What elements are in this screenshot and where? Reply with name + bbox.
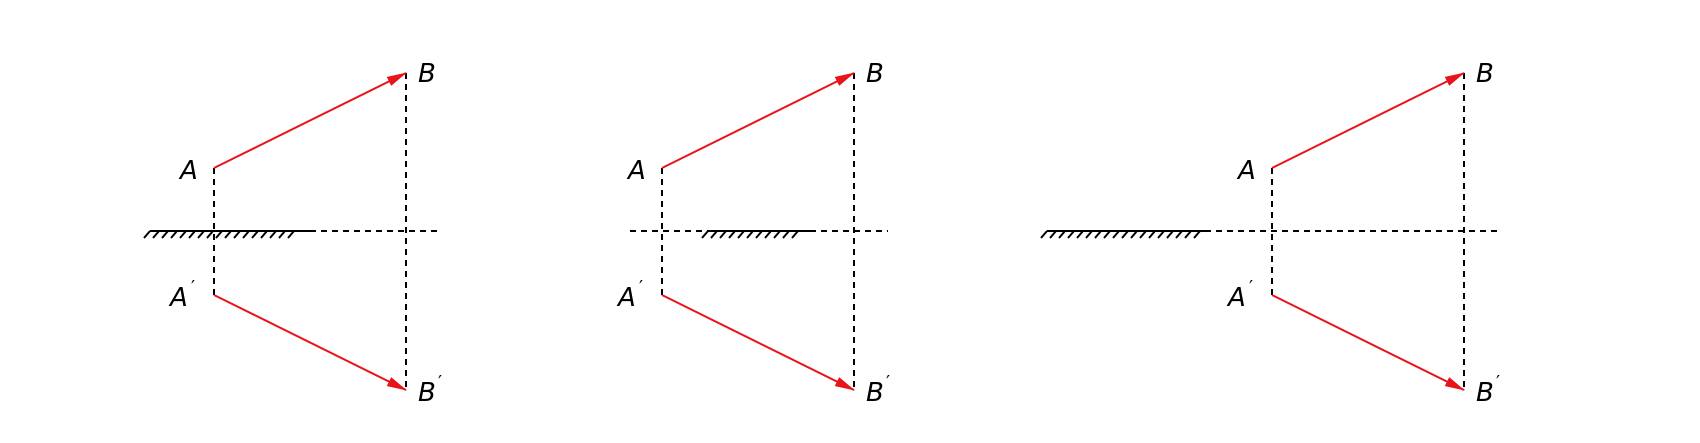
hatch-tick (215, 230, 223, 239)
hatch-tick (170, 230, 178, 239)
object-arrow-ab (213, 72, 407, 169)
hatch-tick (710, 230, 718, 239)
hatch-tick (1157, 230, 1165, 239)
hatch-tick (1103, 230, 1111, 239)
label-b-prime-mark: ′ (886, 372, 890, 393)
label-a-prime: A (616, 283, 636, 313)
hatch-tick (1058, 230, 1066, 239)
label-a: A (1236, 156, 1256, 186)
label-a-prime-mark: ′ (191, 277, 195, 298)
hatch-tick (791, 230, 799, 239)
hatch-tick (1130, 230, 1138, 239)
label-b: B (866, 59, 884, 89)
image-arrow-a-prime-b-prime (1271, 294, 1465, 391)
hatch-tick (260, 230, 268, 239)
label-b-prime: B (1476, 378, 1494, 408)
label-b-prime: B (418, 378, 436, 408)
hatch-tick (746, 230, 754, 239)
hatch-tick (179, 230, 187, 239)
object-arrow-ab (1271, 72, 1465, 169)
hatch-tick (1112, 230, 1120, 239)
hatch-tick (206, 230, 214, 239)
hatch-tick (1121, 230, 1129, 239)
label-a-prime-mark: ′ (1249, 277, 1253, 298)
label-a-prime: A (168, 283, 188, 313)
hatch-tick (728, 230, 736, 239)
image-arrow-a-prime-b-prime (213, 294, 407, 391)
hatch-tick (152, 230, 160, 239)
hatch-tick (224, 230, 232, 239)
object-arrow-ab (661, 72, 855, 169)
label-a: A (626, 156, 646, 186)
hatch-tick (251, 230, 259, 239)
label-b: B (418, 59, 436, 89)
panel-2: A B A ′ B ′ (616, 59, 890, 408)
hatch-tick (701, 230, 709, 239)
label-b-prime-mark: ′ (1496, 372, 1500, 393)
hatch-tick (278, 230, 286, 239)
hatch-tick (287, 230, 295, 239)
hatch-tick (242, 230, 250, 239)
panel-3: A B A ′ B ′ (1040, 59, 1500, 408)
hatch-tick (1148, 230, 1156, 239)
hatch-tick (188, 230, 196, 239)
hatch-tick (143, 230, 151, 239)
label-b: B (1476, 59, 1494, 89)
hatch-tick (764, 230, 772, 239)
hatch-tick (197, 230, 205, 239)
hatch-tick (269, 230, 277, 239)
hatch-tick (1076, 230, 1084, 239)
image-arrow-a-prime-b-prime (661, 294, 855, 391)
panel-1: A B A ′ B ′ (143, 59, 442, 408)
hatch-tick (1094, 230, 1102, 239)
hatch-tick (1049, 230, 1057, 239)
hatch-tick (773, 230, 781, 239)
label-a: A (178, 156, 198, 186)
hatch-tick (1139, 230, 1147, 239)
mirror-hatching (701, 230, 799, 239)
label-a-prime: A (1226, 283, 1246, 313)
hatch-tick (1193, 230, 1201, 239)
hatch-tick (719, 230, 727, 239)
hatch-tick (1067, 230, 1075, 239)
hatch-tick (1040, 230, 1048, 239)
hatch-tick (161, 230, 169, 239)
label-b-prime-mark: ′ (438, 372, 442, 393)
hatch-tick (1175, 230, 1183, 239)
hatch-tick (1085, 230, 1093, 239)
hatch-tick (233, 230, 241, 239)
hatch-tick (782, 230, 790, 239)
label-b-prime: B (866, 378, 884, 408)
hatch-tick (755, 230, 763, 239)
hatch-tick (1166, 230, 1174, 239)
label-a-prime-mark: ′ (639, 277, 643, 298)
hatch-tick (737, 230, 745, 239)
hatch-tick (1184, 230, 1192, 239)
mirror-hatching (143, 230, 295, 239)
mirror-hatching (1040, 230, 1201, 239)
